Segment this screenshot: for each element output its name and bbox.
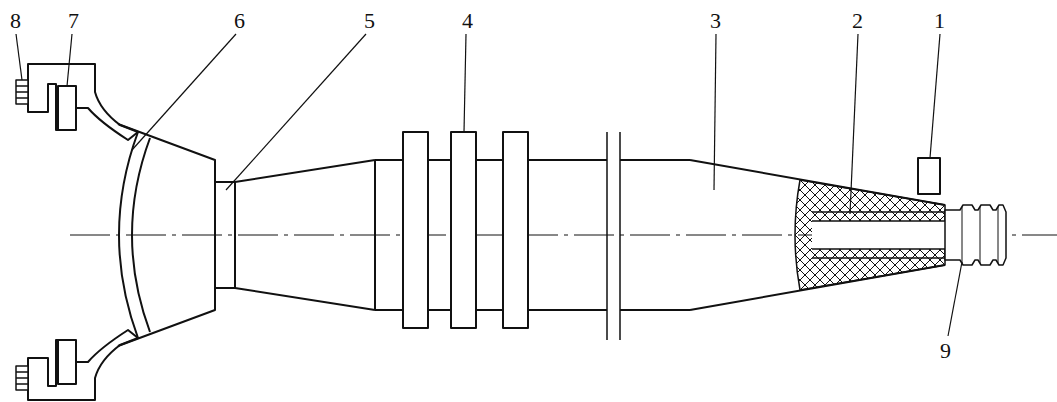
clamp-piece <box>58 86 76 130</box>
break-line <box>607 132 620 340</box>
flange-cone <box>118 124 215 346</box>
clamp-bottom <box>28 330 138 400</box>
thread-lines <box>962 207 998 263</box>
callout-number: 5 <box>364 10 375 32</box>
shell-inner <box>132 138 150 332</box>
callout-number: 9 <box>940 340 951 362</box>
shed <box>403 132 428 328</box>
shed <box>451 132 476 328</box>
end-taper <box>690 160 945 310</box>
thread <box>945 205 1006 265</box>
callout-number: 8 <box>10 10 21 32</box>
shell-outer <box>119 132 138 338</box>
callout-number: 4 <box>462 10 473 32</box>
leader-lines <box>16 34 962 336</box>
clamp-top <box>28 64 138 140</box>
callout-number: 6 <box>234 10 245 32</box>
bore <box>812 221 945 249</box>
callout-number: 7 <box>68 10 79 32</box>
taper <box>235 160 375 310</box>
terminal-lug <box>918 158 940 194</box>
callout-number: 2 <box>852 10 863 32</box>
bolt <box>16 366 28 390</box>
shed <box>503 132 528 328</box>
conductor-lines <box>812 212 945 258</box>
neck <box>215 182 235 288</box>
clamp-piece <box>58 340 76 384</box>
callout-number: 3 <box>710 10 721 32</box>
callout-number: 1 <box>934 10 945 32</box>
bolt <box>16 80 28 104</box>
cutaway <box>795 180 945 290</box>
